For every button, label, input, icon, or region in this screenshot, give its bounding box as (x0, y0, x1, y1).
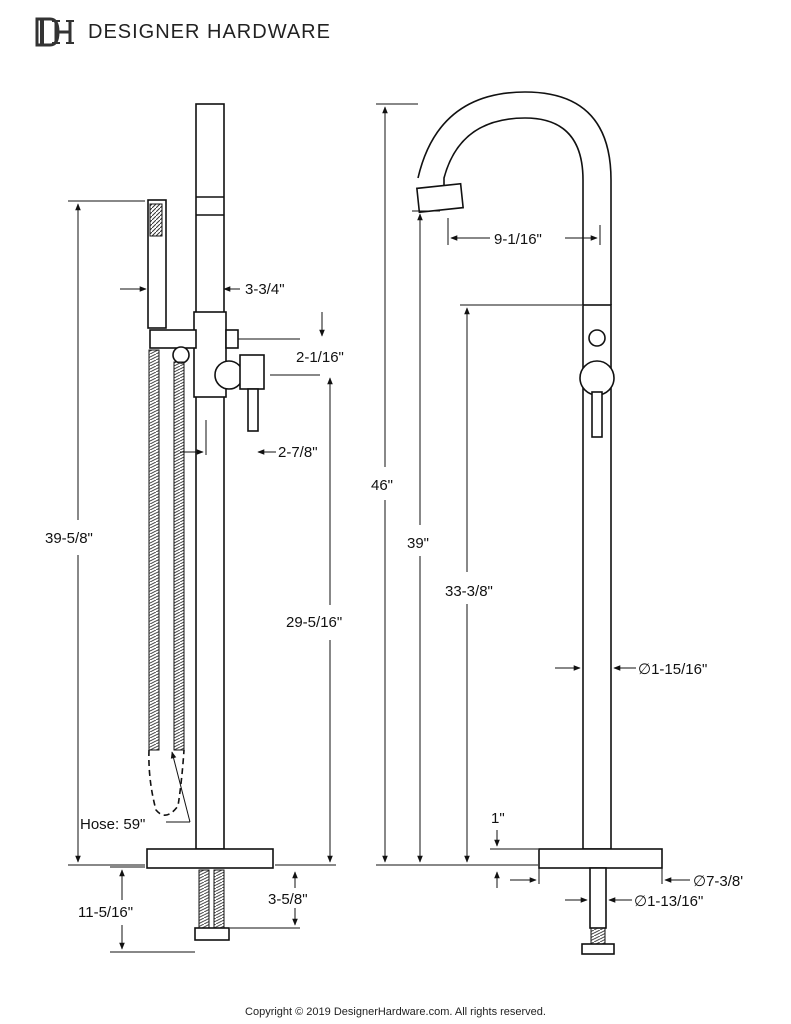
label-hose: Hose: 59" (80, 816, 145, 833)
label-pipe-diameter: ∅1-15/16" (638, 661, 707, 678)
hose-right (173, 361, 185, 751)
side-view-dimensions (68, 200, 336, 953)
label-39-5-8: 39-5/8" (45, 530, 93, 547)
label-29-5-16: 29-5/16" (286, 614, 342, 631)
label-9-1-16: 9-1/16" (494, 231, 542, 248)
label-3-5-8: 3-5/8" (268, 891, 308, 908)
diverter-knob (588, 329, 606, 347)
label-39: 39" (407, 535, 429, 552)
label-3-3-4: 3-3/4" (245, 281, 285, 298)
brand-name: DESIGNER HARDWARE (88, 20, 331, 43)
label-2-7-8: 2-7/8" (278, 444, 318, 461)
label-11-5-16: 11-5/16" (78, 904, 133, 921)
dimension-labels: 39-5/8" 3-3/4" 2-1/16" 2-7/8" 29-5/16" H… (45, 231, 743, 921)
mixer-hub (579, 360, 615, 396)
label-supply-diameter: ∅1-13/16" (634, 893, 703, 910)
base-plate (146, 848, 274, 869)
front-view-dimensions (376, 103, 690, 903)
front-view (415, 91, 663, 955)
lever-handle (247, 388, 259, 432)
side-view (146, 103, 274, 941)
front-base-plate (538, 848, 663, 869)
designer-hardware-logo (35, 17, 74, 47)
lever-hub (239, 354, 265, 390)
label-1: 1" (491, 810, 505, 827)
riser-pipe (195, 103, 225, 850)
header: DESIGNER HARDWARE (34, 14, 331, 50)
spout-outlet (415, 182, 465, 214)
label-46: 46" (371, 477, 393, 494)
label-base-diameter: ∅7-3/8' (693, 873, 743, 890)
label-33-3-8: 33-3/8" (445, 583, 493, 600)
front-lever (591, 391, 603, 438)
label-2-1-16: 2-1/16" (296, 349, 344, 366)
handshower-cradle (149, 329, 197, 349)
hose-left (148, 349, 160, 751)
copyright-footer: Copyright © 2019 DesignerHardware.com. A… (245, 1006, 546, 1018)
